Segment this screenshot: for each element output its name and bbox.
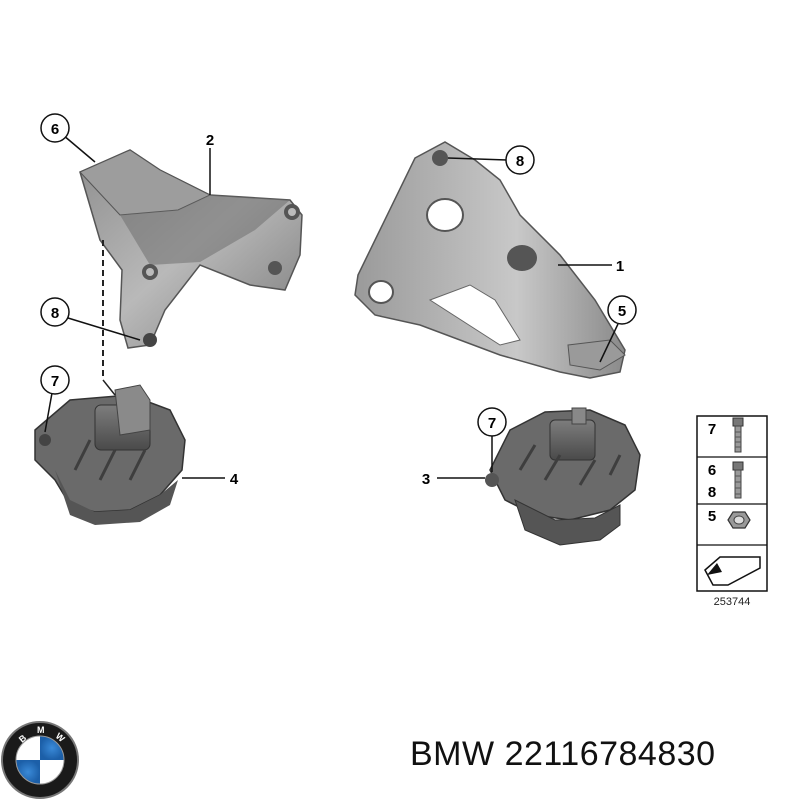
callout-3-label: 3 [422,471,430,488]
caption-brand: BMW [410,735,495,773]
bmw-logo: B M W [1,721,79,799]
callout-1: 1 [558,258,624,275]
callout-7a-label: 7 [51,373,59,390]
callout-7b: 7 [477,407,507,472]
svg-text:M: M [37,725,45,735]
callout-8b: 8 [447,145,535,175]
part-2-bracket [79,149,303,349]
diagram-reference-number: 253744 [714,596,751,608]
callout-5: 5 [599,295,637,363]
hex-nut-icon [727,511,751,529]
legend-row2b-label: 8 [708,484,716,501]
callout-1-label: 1 [616,258,624,275]
part-1-bracket [354,141,626,379]
callout-8a: 8 [40,297,141,341]
legend-row2a-label: 6 [708,462,716,479]
arrow-icon [704,556,761,586]
callout-3: 3 [422,471,485,488]
callout-4: 4 [182,471,239,488]
callout-6: 6 [40,113,96,163]
callout-8b-label: 8 [516,153,524,170]
caption-part-number: 22116784830 [504,735,716,773]
callout-6-label: 6 [51,121,59,138]
bolt-icon [732,417,744,453]
svg-text:B: B [17,732,29,744]
hardware-legend: 7 6 8 5 253744 [696,415,768,608]
alignment-line-end [102,379,116,396]
stud-bolt-icon [732,461,744,499]
callout-2-label: 2 [206,132,214,149]
callout-7b-label: 7 [488,415,496,432]
callout-4-label: 4 [230,471,239,488]
callout-7a: 7 [40,365,70,433]
callout-2: 2 [206,132,214,195]
callout-8a-label: 8 [51,305,59,322]
part-3-engine-mount [485,407,641,546]
part-4-engine-mount [34,384,186,525]
legend-row1-label: 7 [708,421,716,438]
callout-5-label: 5 [618,303,626,320]
legend-row3-label: 5 [708,508,716,525]
